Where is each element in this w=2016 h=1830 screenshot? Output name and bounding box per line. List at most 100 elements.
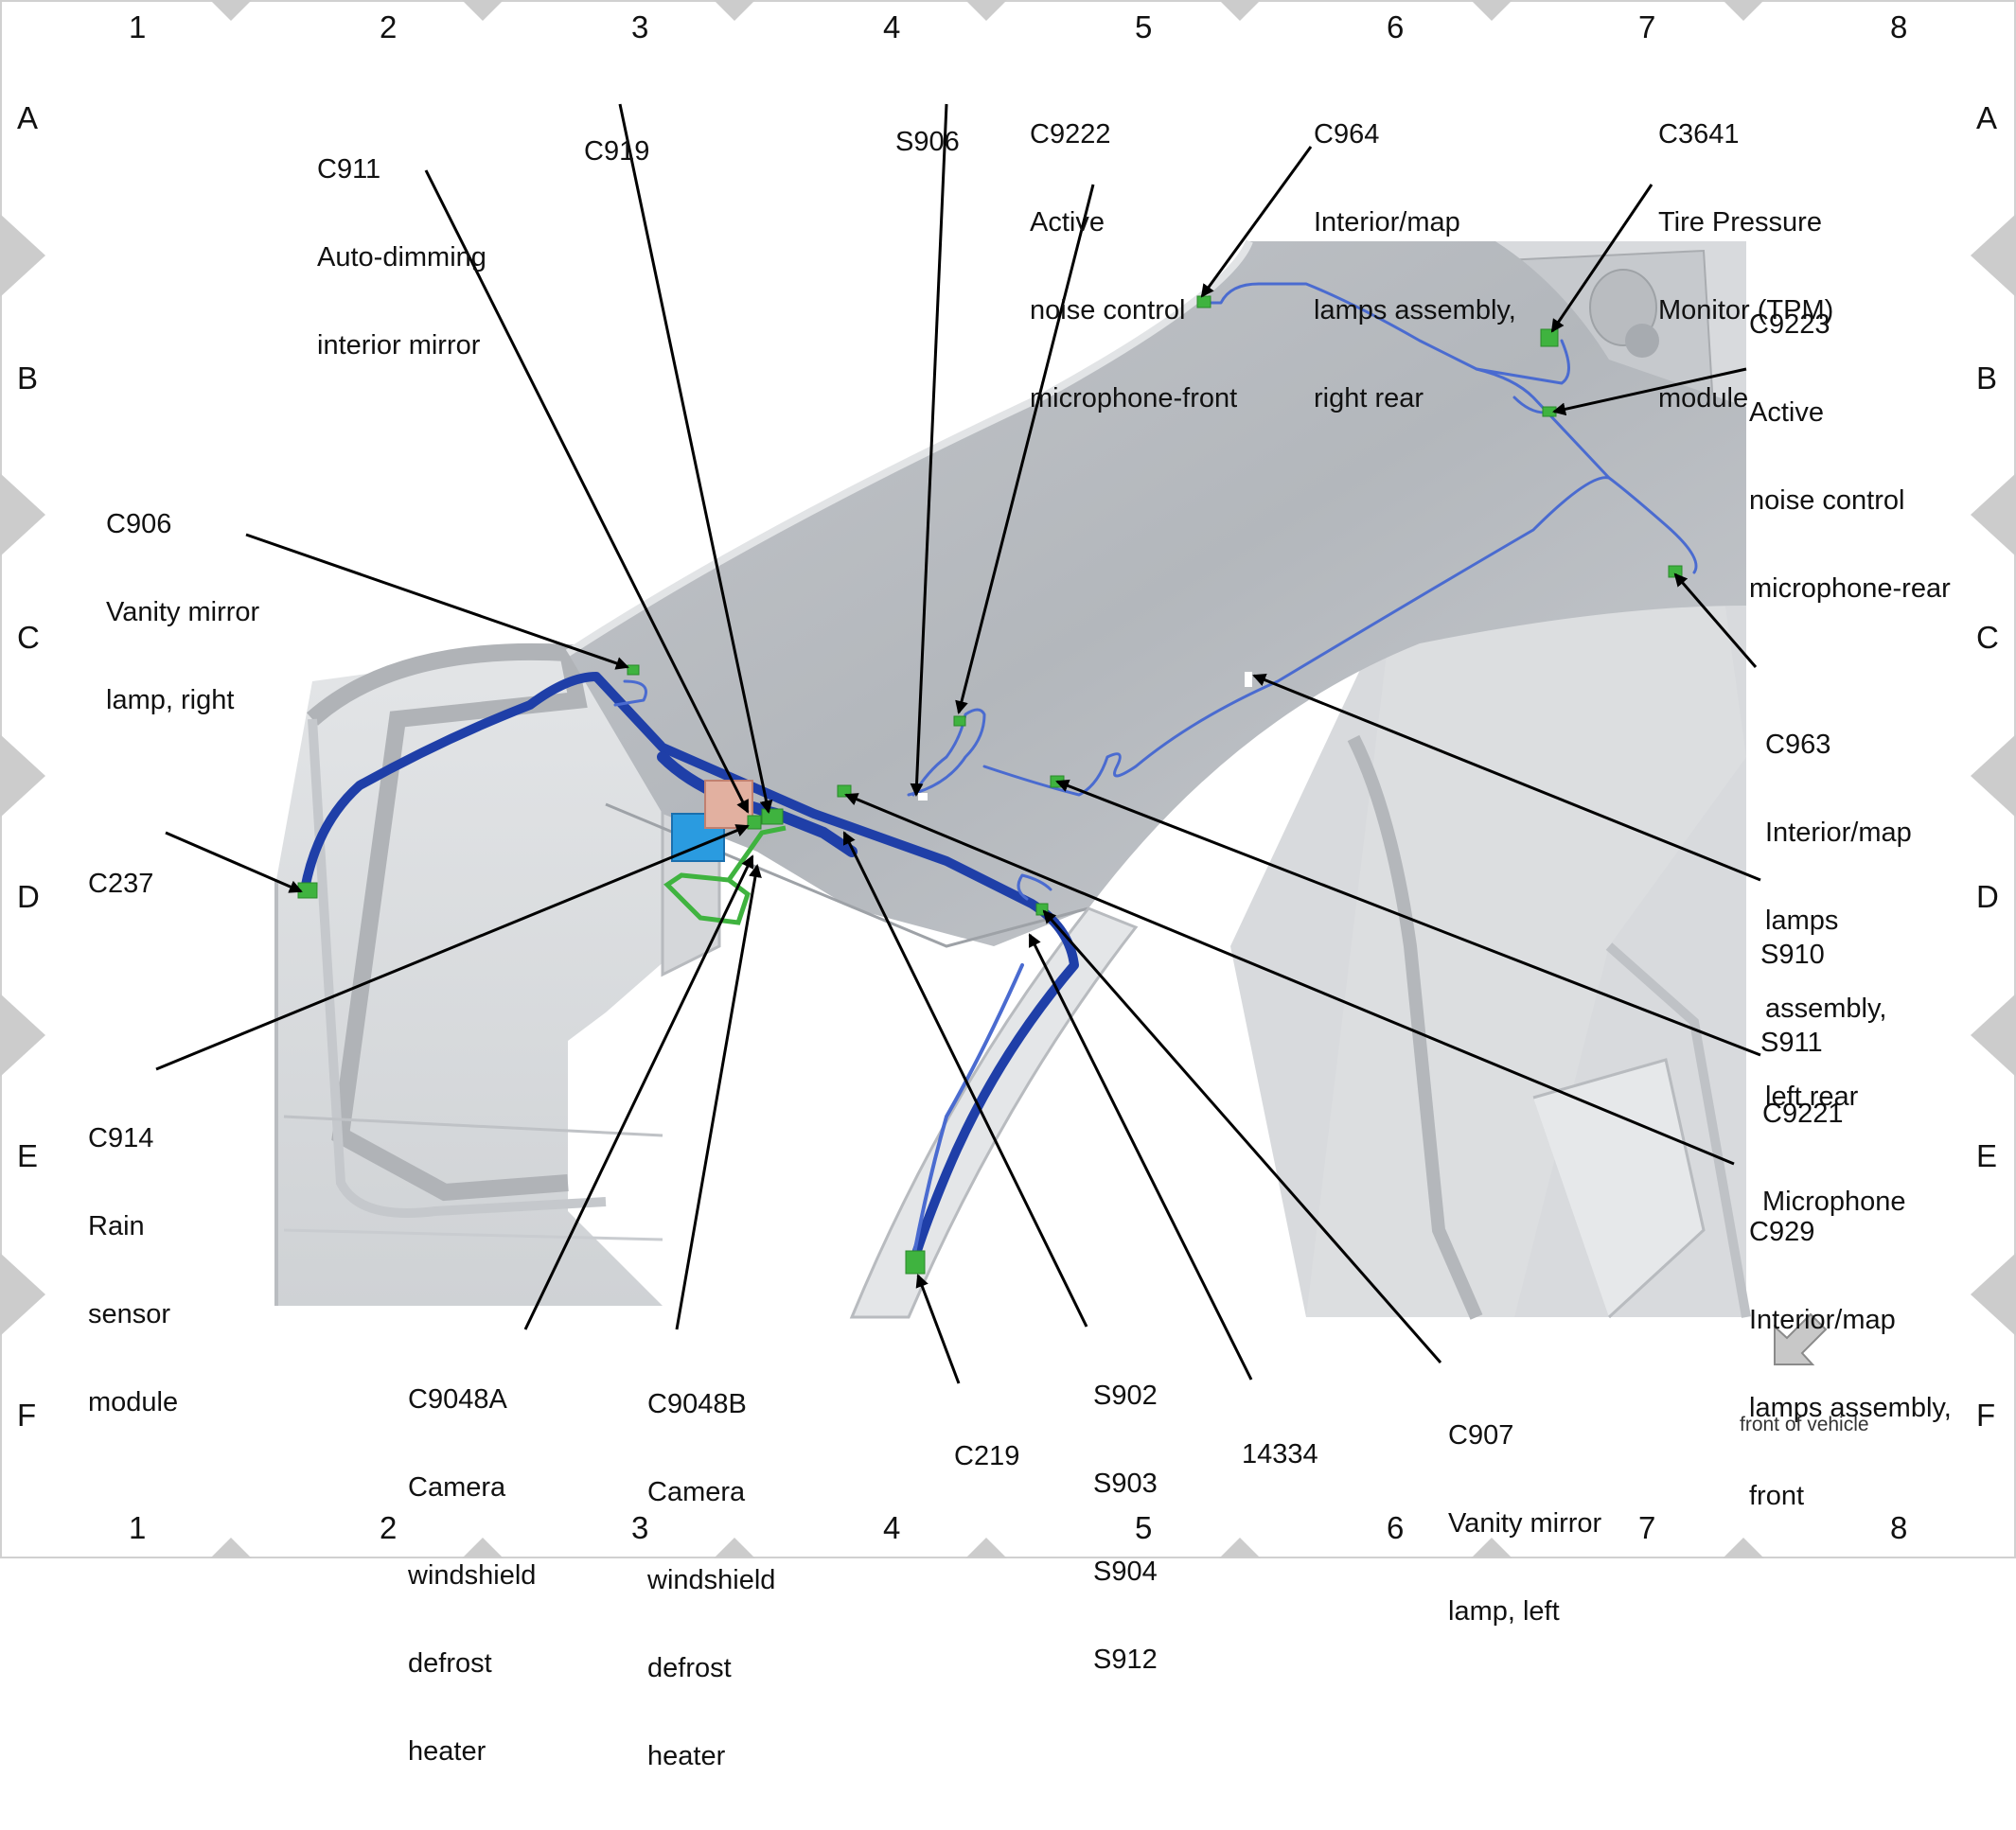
- column-label-2-bottom: 2: [380, 1510, 398, 1545]
- leader-c9222: [955, 184, 1095, 714]
- callout-c963-line-2: Interior/map: [1765, 818, 1912, 848]
- callout-c929-line-3: lamps assembly,: [1749, 1393, 1952, 1423]
- leader-c9048b: [675, 864, 762, 1330]
- splice-s910: [1245, 672, 1252, 687]
- front-of-vehicle-label: front of vehicle: [1740, 1414, 1869, 1435]
- column-label-5: 5: [1135, 9, 1153, 44]
- column-label-3-bottom: 3: [631, 1510, 649, 1545]
- callout-s910-line-2: S911: [1760, 1028, 1823, 1058]
- callout-c914-line-1: C914: [88, 1123, 154, 1153]
- a-pillar: [849, 906, 1139, 1319]
- connector-c9222: [953, 715, 966, 727]
- callout-c9048a-line-2: Camera: [408, 1472, 506, 1503]
- callout-c9222-line-2: Active: [1030, 207, 1105, 238]
- leader-c914: [155, 824, 750, 1071]
- callout-s902-line-4: S912: [1093, 1645, 1158, 1675]
- callout-c911-line-3: interior mirror: [317, 330, 481, 361]
- callout-c907: C907 Vanity mirror lamp, left: [1448, 1363, 1601, 1685]
- callout-s906: S906: [895, 69, 960, 216]
- leader-c919: [618, 103, 773, 814]
- row-label-E-right: E: [1976, 1138, 1998, 1173]
- callout-c9221: C9221 Microphone: [1762, 1041, 1906, 1276]
- leader-s910: [1252, 674, 1761, 882]
- callout-s902: S902 S903 S904 S912: [1093, 1323, 1158, 1733]
- callout-c237: C237: [88, 811, 153, 958]
- leader-c929: [844, 793, 1735, 1166]
- callout-c906-line-2: Vanity mirror: [106, 597, 260, 627]
- callout-s906-line-1: S906: [895, 127, 960, 157]
- row-label-B-right: B: [1976, 361, 1998, 396]
- callout-c964-line-1: C964: [1314, 119, 1380, 150]
- callout-c9223-line-4: microphone-rear: [1749, 573, 1951, 604]
- row-label-C-right: C: [1976, 620, 1999, 655]
- callout-c9048a: C9048A Camera windshield defrost heater: [408, 1327, 536, 1825]
- callout-c219: C219: [954, 1383, 1019, 1530]
- callout-c919-line-1: C919: [584, 136, 650, 167]
- callout-c9048b: C9048B Camera windshield defrost heater: [647, 1331, 775, 1830]
- callout-14334-line-1: 14334: [1242, 1439, 1318, 1469]
- grid-border: [0, 0, 2016, 1558]
- row-label-C: C: [17, 620, 40, 655]
- column-label-6-bottom: 6: [1387, 1510, 1405, 1545]
- callout-c9048a-line-5: heater: [408, 1736, 486, 1767]
- leader-c9048a: [523, 854, 754, 1330]
- callout-c964-line-4: right rear: [1314, 383, 1424, 414]
- connector-c219: [905, 1250, 926, 1275]
- column-label-4: 4: [883, 9, 901, 44]
- callout-c9221-line-1: C9221: [1762, 1099, 1844, 1129]
- callout-c237-line-1: C237: [88, 869, 154, 899]
- callout-c907-line-1: C907: [1448, 1420, 1514, 1451]
- leader-c3641: [1550, 184, 1653, 333]
- column-label-7-bottom: 7: [1638, 1510, 1656, 1545]
- callout-c3641: C3641 Tire Pressure Monitor (TPM) module: [1658, 62, 1833, 472]
- leader-c219: [915, 1274, 961, 1384]
- callout-c3641-line-1: C3641: [1658, 119, 1740, 150]
- leader-s902: [842, 831, 1088, 1328]
- callout-c963-line-5: left rear: [1765, 1082, 1859, 1112]
- callout-s902-line-2: S903: [1093, 1469, 1158, 1499]
- callout-c3641-line-4: module: [1658, 383, 1749, 414]
- leader-c911: [424, 169, 750, 814]
- callout-c9048b-line-4: defrost: [647, 1653, 732, 1683]
- callout-c907-line-2: Vanity mirror: [1448, 1508, 1602, 1539]
- leader-c237: [165, 831, 303, 893]
- callout-s902-line-3: S904: [1093, 1557, 1158, 1587]
- connector-c3641: [1540, 328, 1559, 347]
- callout-c914-line-4: module: [88, 1387, 179, 1417]
- callout-c9222-line-3: noise control: [1030, 295, 1186, 326]
- callout-c219-line-1: C219: [954, 1441, 1020, 1471]
- row-label-D-right: D: [1976, 879, 1999, 914]
- callout-c9222: C9222 Active noise control microphone-fr…: [1030, 62, 1237, 472]
- callout-s910-line-1: S910: [1760, 940, 1825, 970]
- leader-c907: [1042, 909, 1442, 1364]
- callout-c911-line-2: Auto-dimming: [317, 242, 486, 273]
- callout-c914: C914 Rain sensor module: [88, 1065, 178, 1476]
- callout-c929-line-2: Interior/map: [1749, 1305, 1896, 1335]
- callout-c9048b-line-1: C9048B: [647, 1389, 747, 1419]
- callout-c964-line-2: Interior/map: [1314, 207, 1460, 238]
- callout-c963-line-1: C963: [1765, 730, 1831, 760]
- callout-c964: C964 Interior/map lamps assembly, right …: [1314, 62, 1516, 472]
- leader-s906: [910, 103, 948, 797]
- callout-c9223: C9223 Active noise control microphone-re…: [1749, 252, 1951, 662]
- callout-c963-line-4: assembly,: [1765, 994, 1887, 1024]
- front-body-structure: [274, 642, 721, 1306]
- callout-c914-line-3: sensor: [88, 1299, 171, 1329]
- connector-c919: [747, 815, 762, 830]
- row-label-F-right: F: [1976, 1398, 1996, 1433]
- row-label-A-right: A: [1976, 100, 1998, 135]
- callout-c963-line-3: lamps: [1765, 906, 1839, 936]
- row-label-A: A: [17, 100, 39, 135]
- callout-c3641-line-2: Tire Pressure: [1658, 207, 1822, 238]
- callout-c9048a-line-4: defrost: [408, 1648, 492, 1679]
- wiring-location-diagram: 1 2 3 4 5 6 7 8 1 2 3 4 5 6 7 8 A B C D …: [0, 0, 2016, 1771]
- connector-c9048: [761, 808, 784, 825]
- row-label-D: D: [17, 879, 40, 914]
- column-label-8-bottom: 8: [1890, 1510, 1908, 1545]
- callout-c9223-line-3: noise control: [1749, 485, 1905, 516]
- callout-14334: 14334: [1242, 1381, 1318, 1528]
- column-label-8: 8: [1890, 9, 1908, 44]
- callout-c963: C963 Interior/map lamps assembly, left r…: [1765, 672, 1912, 1170]
- connector-c9223: [1542, 406, 1557, 417]
- callout-c3641-line-3: Monitor (TPM): [1658, 295, 1834, 326]
